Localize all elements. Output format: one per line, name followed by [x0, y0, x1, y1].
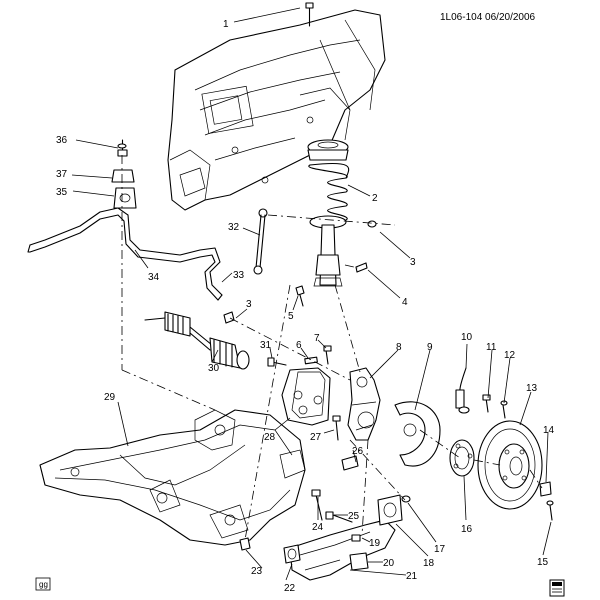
callout-10: 10 — [461, 332, 473, 343]
callout-33: 33 — [233, 270, 245, 281]
callout-34: 34 — [148, 272, 160, 283]
callout-12: 12 — [504, 350, 516, 361]
ball-joint-fasteners — [239, 489, 369, 571]
callout-3: 3 — [410, 257, 416, 268]
callout-22: 22 — [284, 583, 296, 594]
callout-9: 9 — [427, 342, 433, 353]
engine-cradle-frame — [39, 409, 306, 546]
control-arm-bushings — [283, 494, 411, 564]
alignment-centerlines — [121, 155, 543, 541]
steering-knuckle — [347, 367, 381, 441]
callout-24: 24 — [312, 522, 324, 533]
drive-axle — [144, 311, 250, 370]
callout-17: 17 — [434, 544, 446, 555]
callout-20: 20 — [383, 558, 395, 569]
callout-3b: 3 — [246, 299, 252, 310]
callout-36: 36 — [56, 135, 68, 146]
callout-37: 37 — [56, 169, 68, 180]
callout-1: 1 — [223, 19, 229, 30]
wheel-hub-bearing — [449, 439, 475, 477]
brake-rotor — [477, 420, 543, 510]
document-icon — [549, 579, 565, 597]
callout-8: 8 — [396, 342, 402, 353]
callout-26: 26 — [352, 446, 364, 457]
callout-32: 32 — [228, 222, 240, 233]
callout-6: 6 — [296, 340, 302, 351]
callout-21: 21 — [406, 571, 418, 582]
strut-assembly — [307, 139, 350, 287]
callout-16: 16 — [461, 524, 473, 535]
bolt-1 — [305, 2, 314, 27]
stabilizer-bushing — [111, 139, 137, 209]
footer-badge-label: gg — [39, 580, 48, 589]
callout-30: 30 — [208, 363, 220, 374]
bolts-11-12 — [482, 394, 508, 419]
strut-fasteners — [295, 220, 377, 307]
callout-27: 27 — [310, 432, 322, 443]
callout-14: 14 — [543, 425, 555, 436]
callout-29: 29 — [104, 392, 116, 403]
callout-19: 19 — [369, 538, 381, 549]
callout-23: 23 — [251, 566, 263, 577]
footer-badge: gg — [35, 577, 51, 591]
callout-5: 5 — [288, 311, 294, 322]
callout-2: 2 — [372, 193, 378, 204]
stabilizer-bar — [27, 207, 223, 301]
callout-11: 11 — [486, 342, 497, 353]
callout-leaders — [71, 7, 552, 581]
bolt-27-nut-26 — [332, 415, 359, 471]
callout-31: 31 — [260, 340, 272, 351]
wheel-speed-sensor — [455, 367, 470, 414]
lower-control-arm — [289, 519, 396, 581]
body-structure — [167, 9, 386, 211]
callout-35: 35 — [56, 187, 68, 198]
stabilizer-link — [223, 208, 268, 324]
callout-13: 13 — [526, 383, 538, 394]
callout-numbers: 1 2 3 4 5 3 6 7 8 9 10 11 12 13 14 15 16… — [56, 19, 555, 594]
callout-25: 25 — [348, 511, 360, 522]
callout-4: 4 — [402, 297, 408, 308]
callout-15: 15 — [537, 557, 549, 568]
nut-14-bolt-15 — [539, 481, 554, 521]
diagram-reference-code: 1L06-104 06/20/2006 — [440, 12, 536, 23]
callout-28: 28 — [264, 432, 276, 443]
brake-splash-shield — [394, 401, 441, 467]
callout-18: 18 — [423, 558, 435, 569]
brake-caliper — [267, 357, 331, 426]
callout-7: 7 — [314, 333, 320, 344]
bolts-6-7 — [304, 345, 332, 365]
